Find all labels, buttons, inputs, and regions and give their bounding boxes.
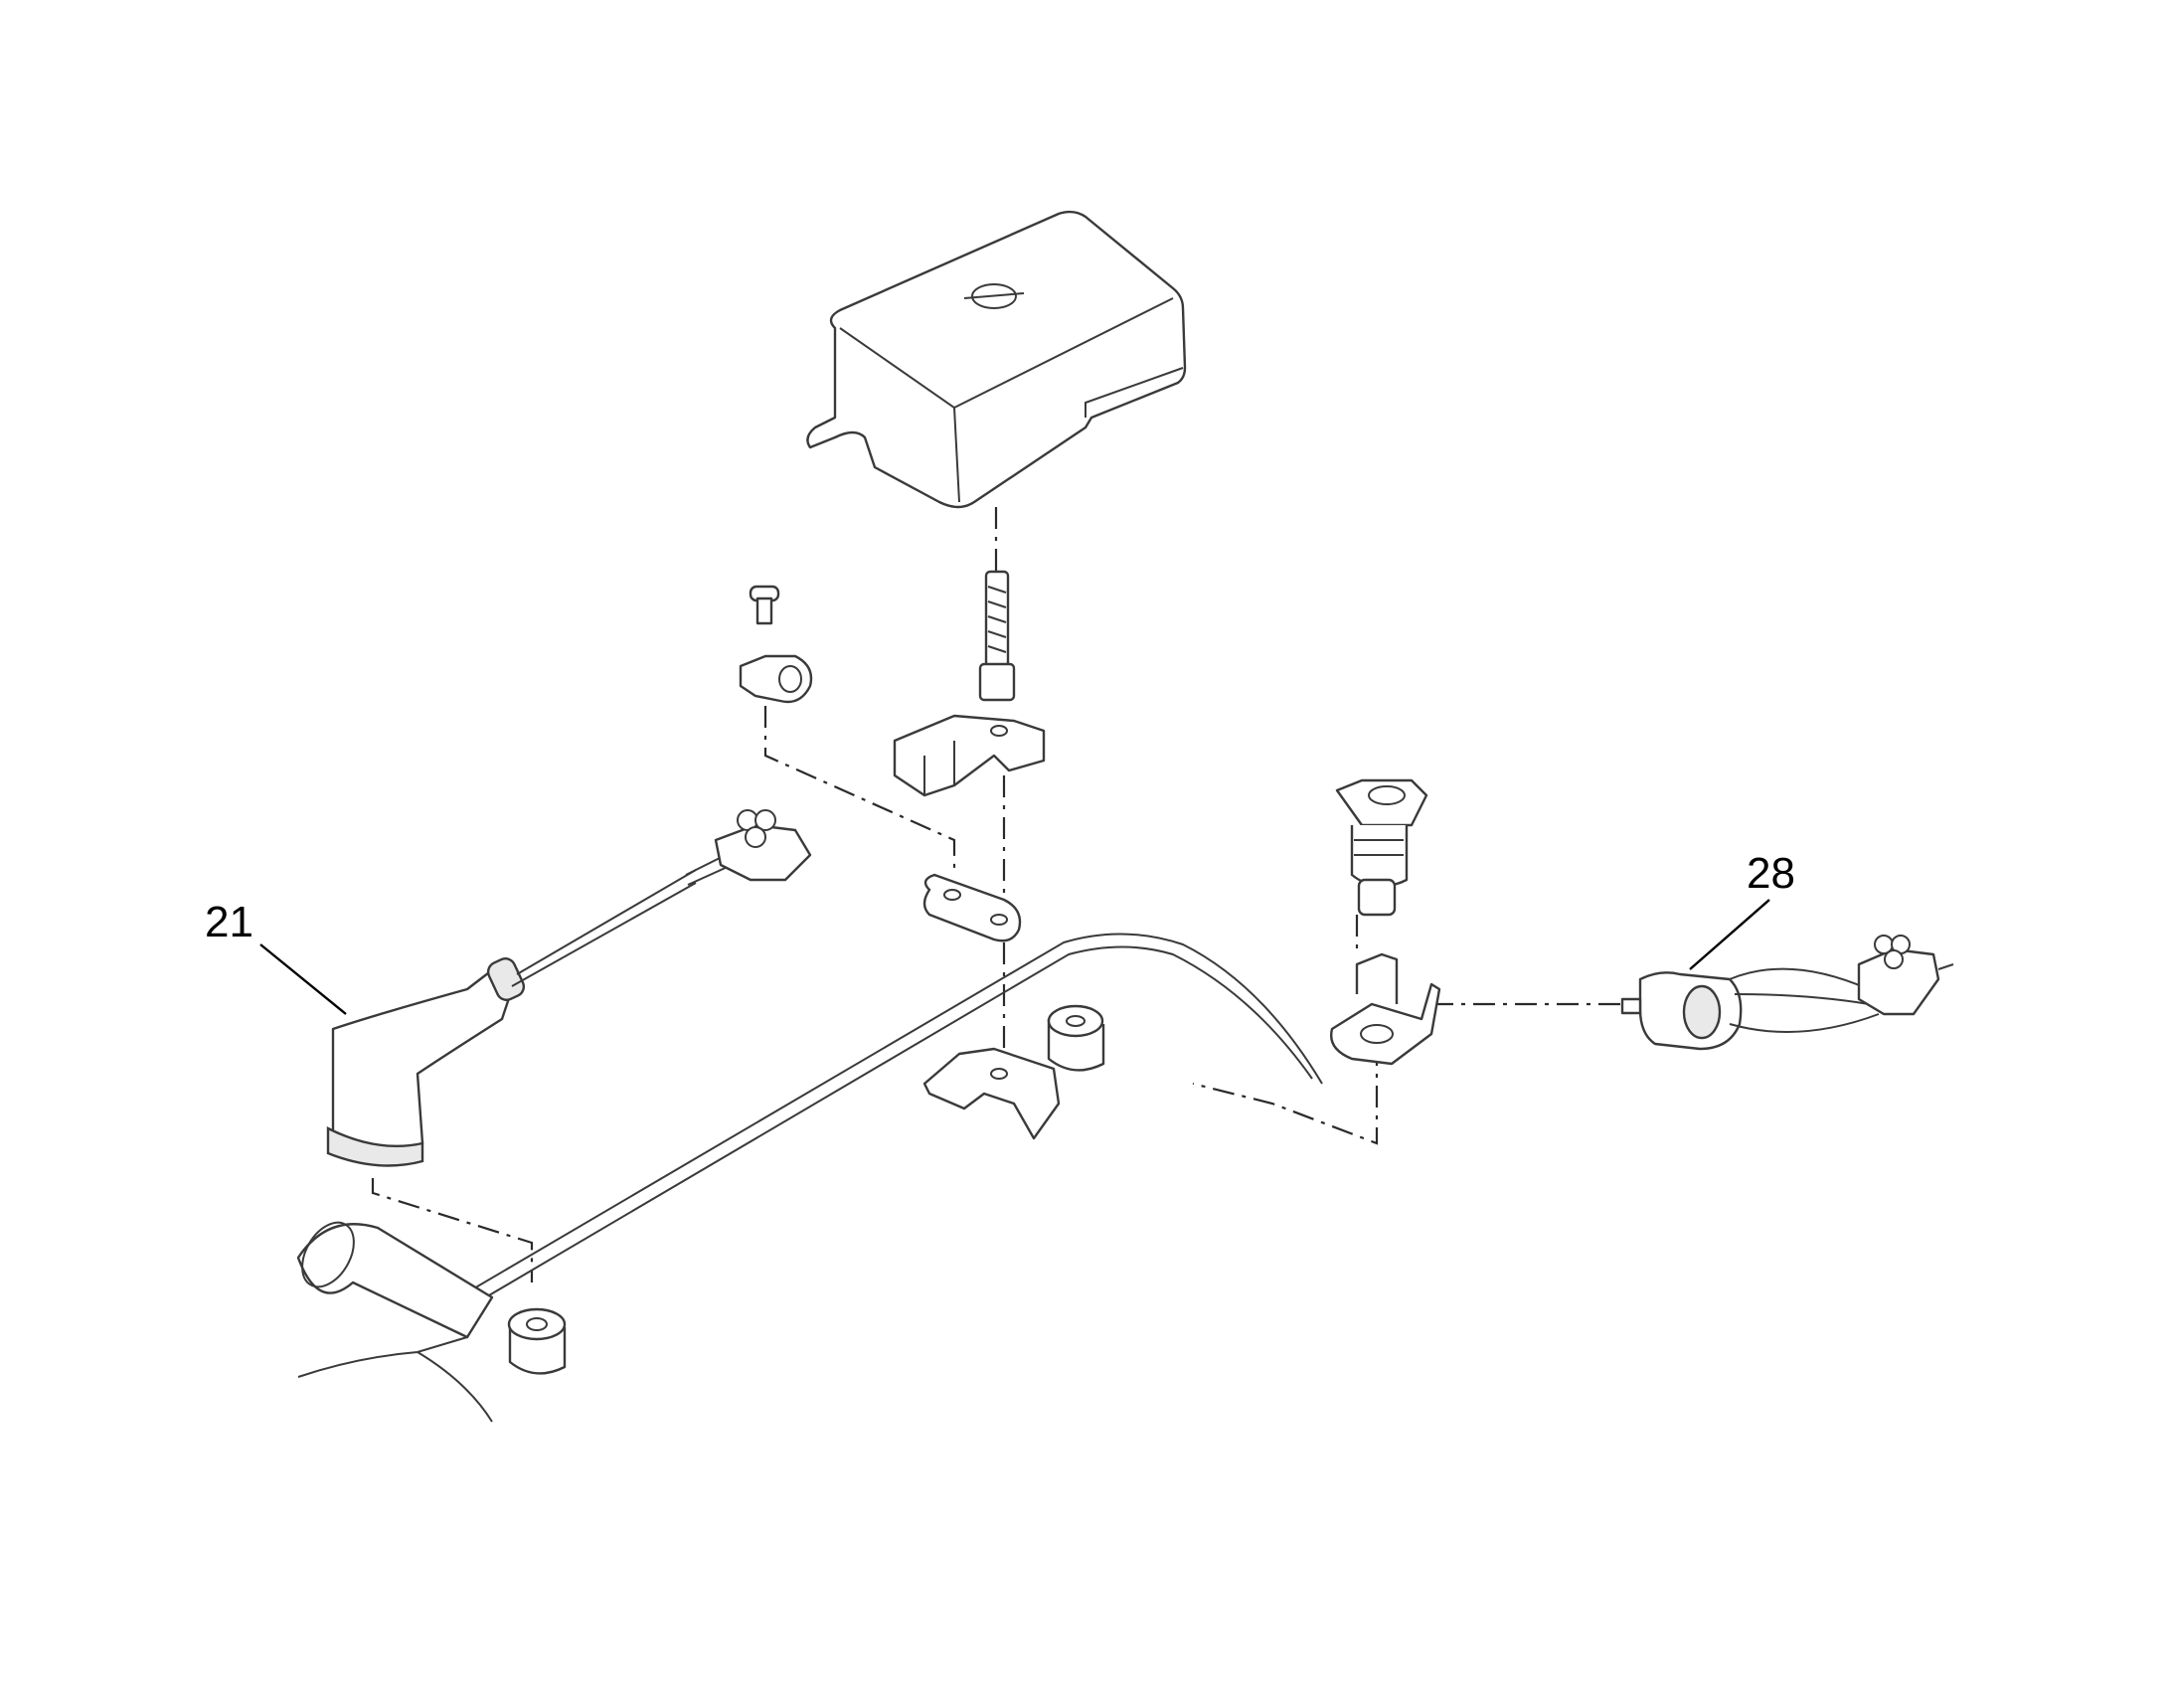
part-28-switch xyxy=(1620,967,1880,1051)
switch-bracket xyxy=(1330,952,1441,1066)
callout-21: 21 xyxy=(205,898,253,946)
spacer-collar-lower xyxy=(507,1307,567,1375)
assembly-lines xyxy=(371,507,1625,1282)
terminal-bracket xyxy=(893,714,1046,797)
mount-pipe xyxy=(296,1221,494,1423)
leader-28 xyxy=(1689,899,1770,970)
link-plate xyxy=(922,873,1022,942)
stud-bolt xyxy=(978,570,1016,702)
grommet xyxy=(1335,778,1428,917)
callout-28: 28 xyxy=(1747,849,1795,898)
leader-21 xyxy=(259,943,347,1015)
part-21-connector xyxy=(714,809,812,882)
part-28-connector xyxy=(1857,935,1954,1016)
cable-clamp xyxy=(739,654,813,704)
part-21-sensor-boot xyxy=(326,849,742,1167)
mount-saddle xyxy=(922,1047,1061,1140)
small-screw xyxy=(749,585,780,625)
ground-wire xyxy=(466,933,1323,1303)
terminal-cover xyxy=(806,210,1187,509)
spacer-collar-upper xyxy=(1047,1004,1105,1072)
